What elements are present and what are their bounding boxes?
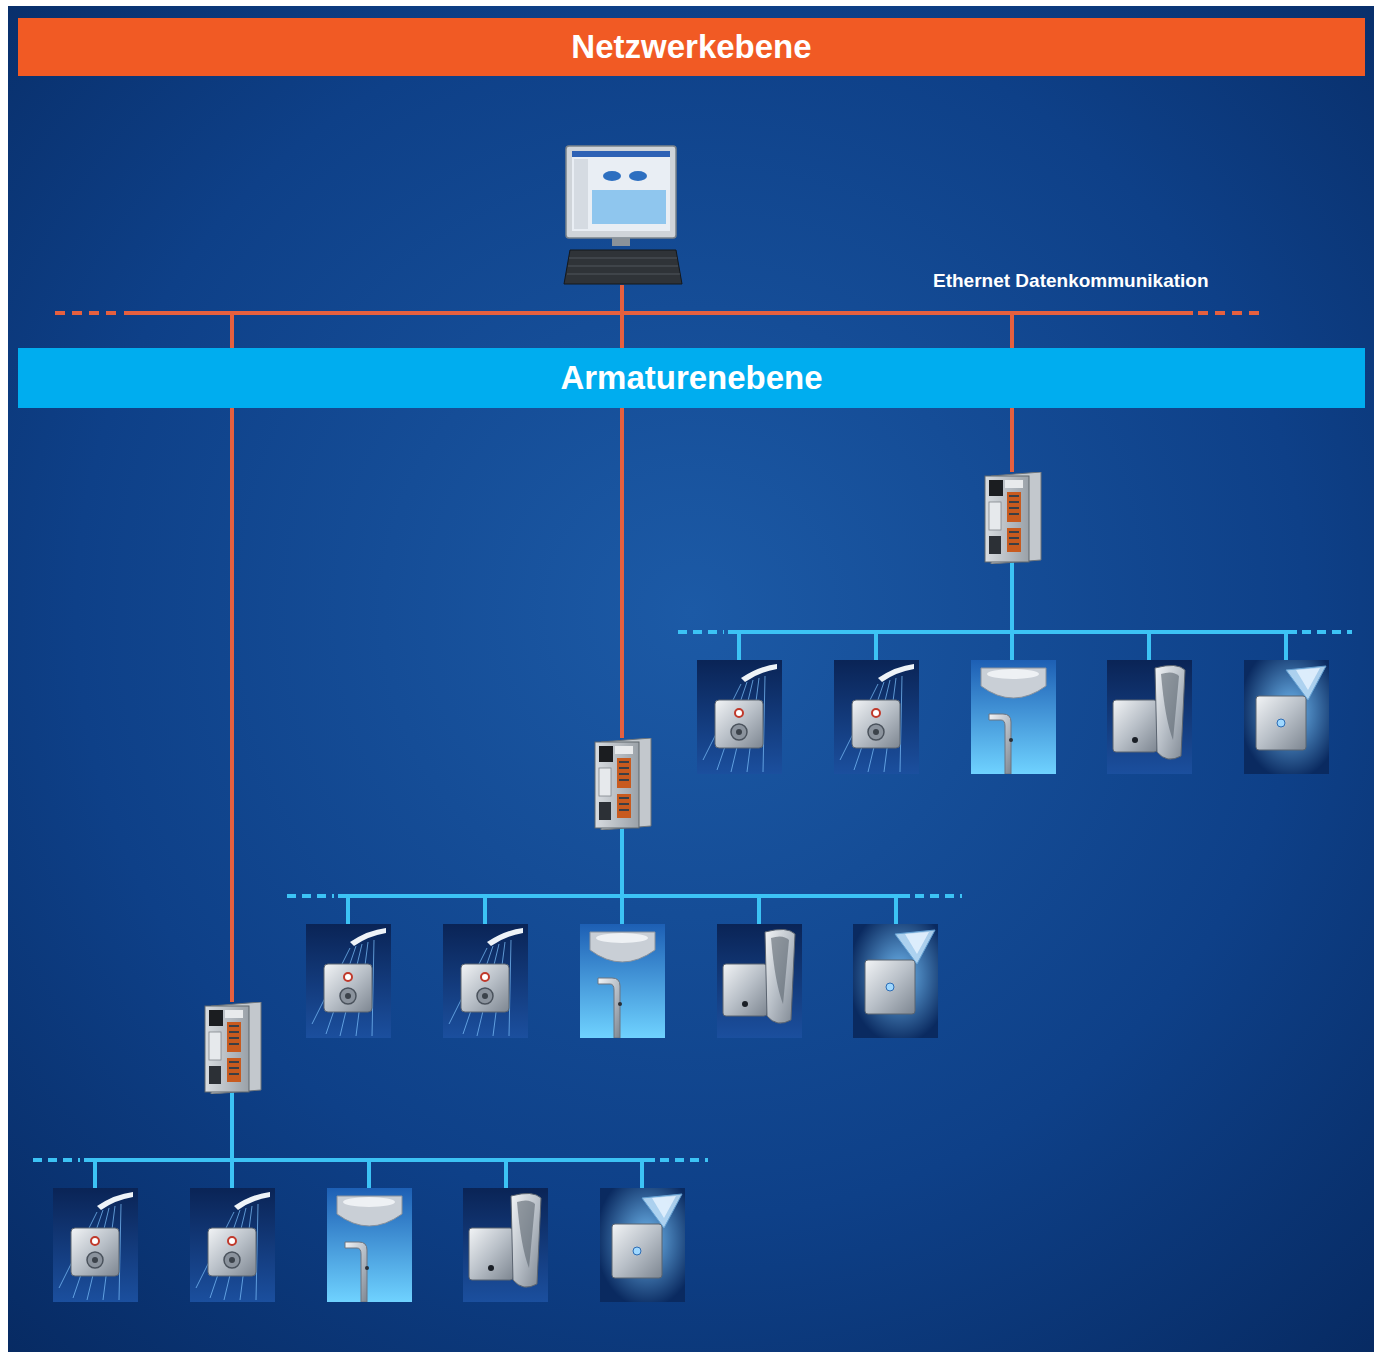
level-title: Netzwerkebene xyxy=(571,28,811,66)
washbasin-fitting xyxy=(327,1188,412,1302)
screen-image xyxy=(592,190,666,224)
urinal-fitting xyxy=(1244,660,1329,774)
shower-fitting xyxy=(190,1188,275,1302)
urinal-fitting xyxy=(600,1188,685,1302)
keyboard xyxy=(564,250,682,284)
washbasin-fitting xyxy=(580,924,665,1038)
shower-fitting xyxy=(834,660,919,774)
monitor-stand xyxy=(612,238,630,246)
level-title: Armaturenebene xyxy=(560,359,822,397)
background xyxy=(8,6,1374,1352)
shower-fitting xyxy=(443,924,528,1038)
keyboard-keys xyxy=(567,258,680,274)
shower-fitting xyxy=(306,924,391,1038)
window-sidebar xyxy=(574,159,588,229)
level-band: Netzwerkebene xyxy=(18,18,1365,76)
shower-fitting xyxy=(697,660,782,774)
urinal-fitting xyxy=(1107,660,1192,774)
window-bar xyxy=(572,151,670,157)
screen-icon xyxy=(603,171,621,181)
fitting-bus xyxy=(33,562,1352,1188)
shower-fitting xyxy=(53,1188,138,1302)
connection-label: Ethernet Datenkommunikation xyxy=(933,270,1209,292)
urinal-fitting xyxy=(463,1188,548,1302)
level-band: Armaturenebene xyxy=(18,348,1365,408)
controller xyxy=(985,472,1041,564)
washbasin-fitting xyxy=(971,660,1056,774)
urinal-fitting xyxy=(853,924,938,1038)
screen-icon xyxy=(629,171,647,181)
urinal-fitting xyxy=(717,924,802,1038)
monitor-screen xyxy=(572,151,670,231)
controller xyxy=(595,738,651,830)
controller xyxy=(205,1002,261,1094)
monitor-frame xyxy=(566,146,676,238)
computer xyxy=(564,146,682,284)
